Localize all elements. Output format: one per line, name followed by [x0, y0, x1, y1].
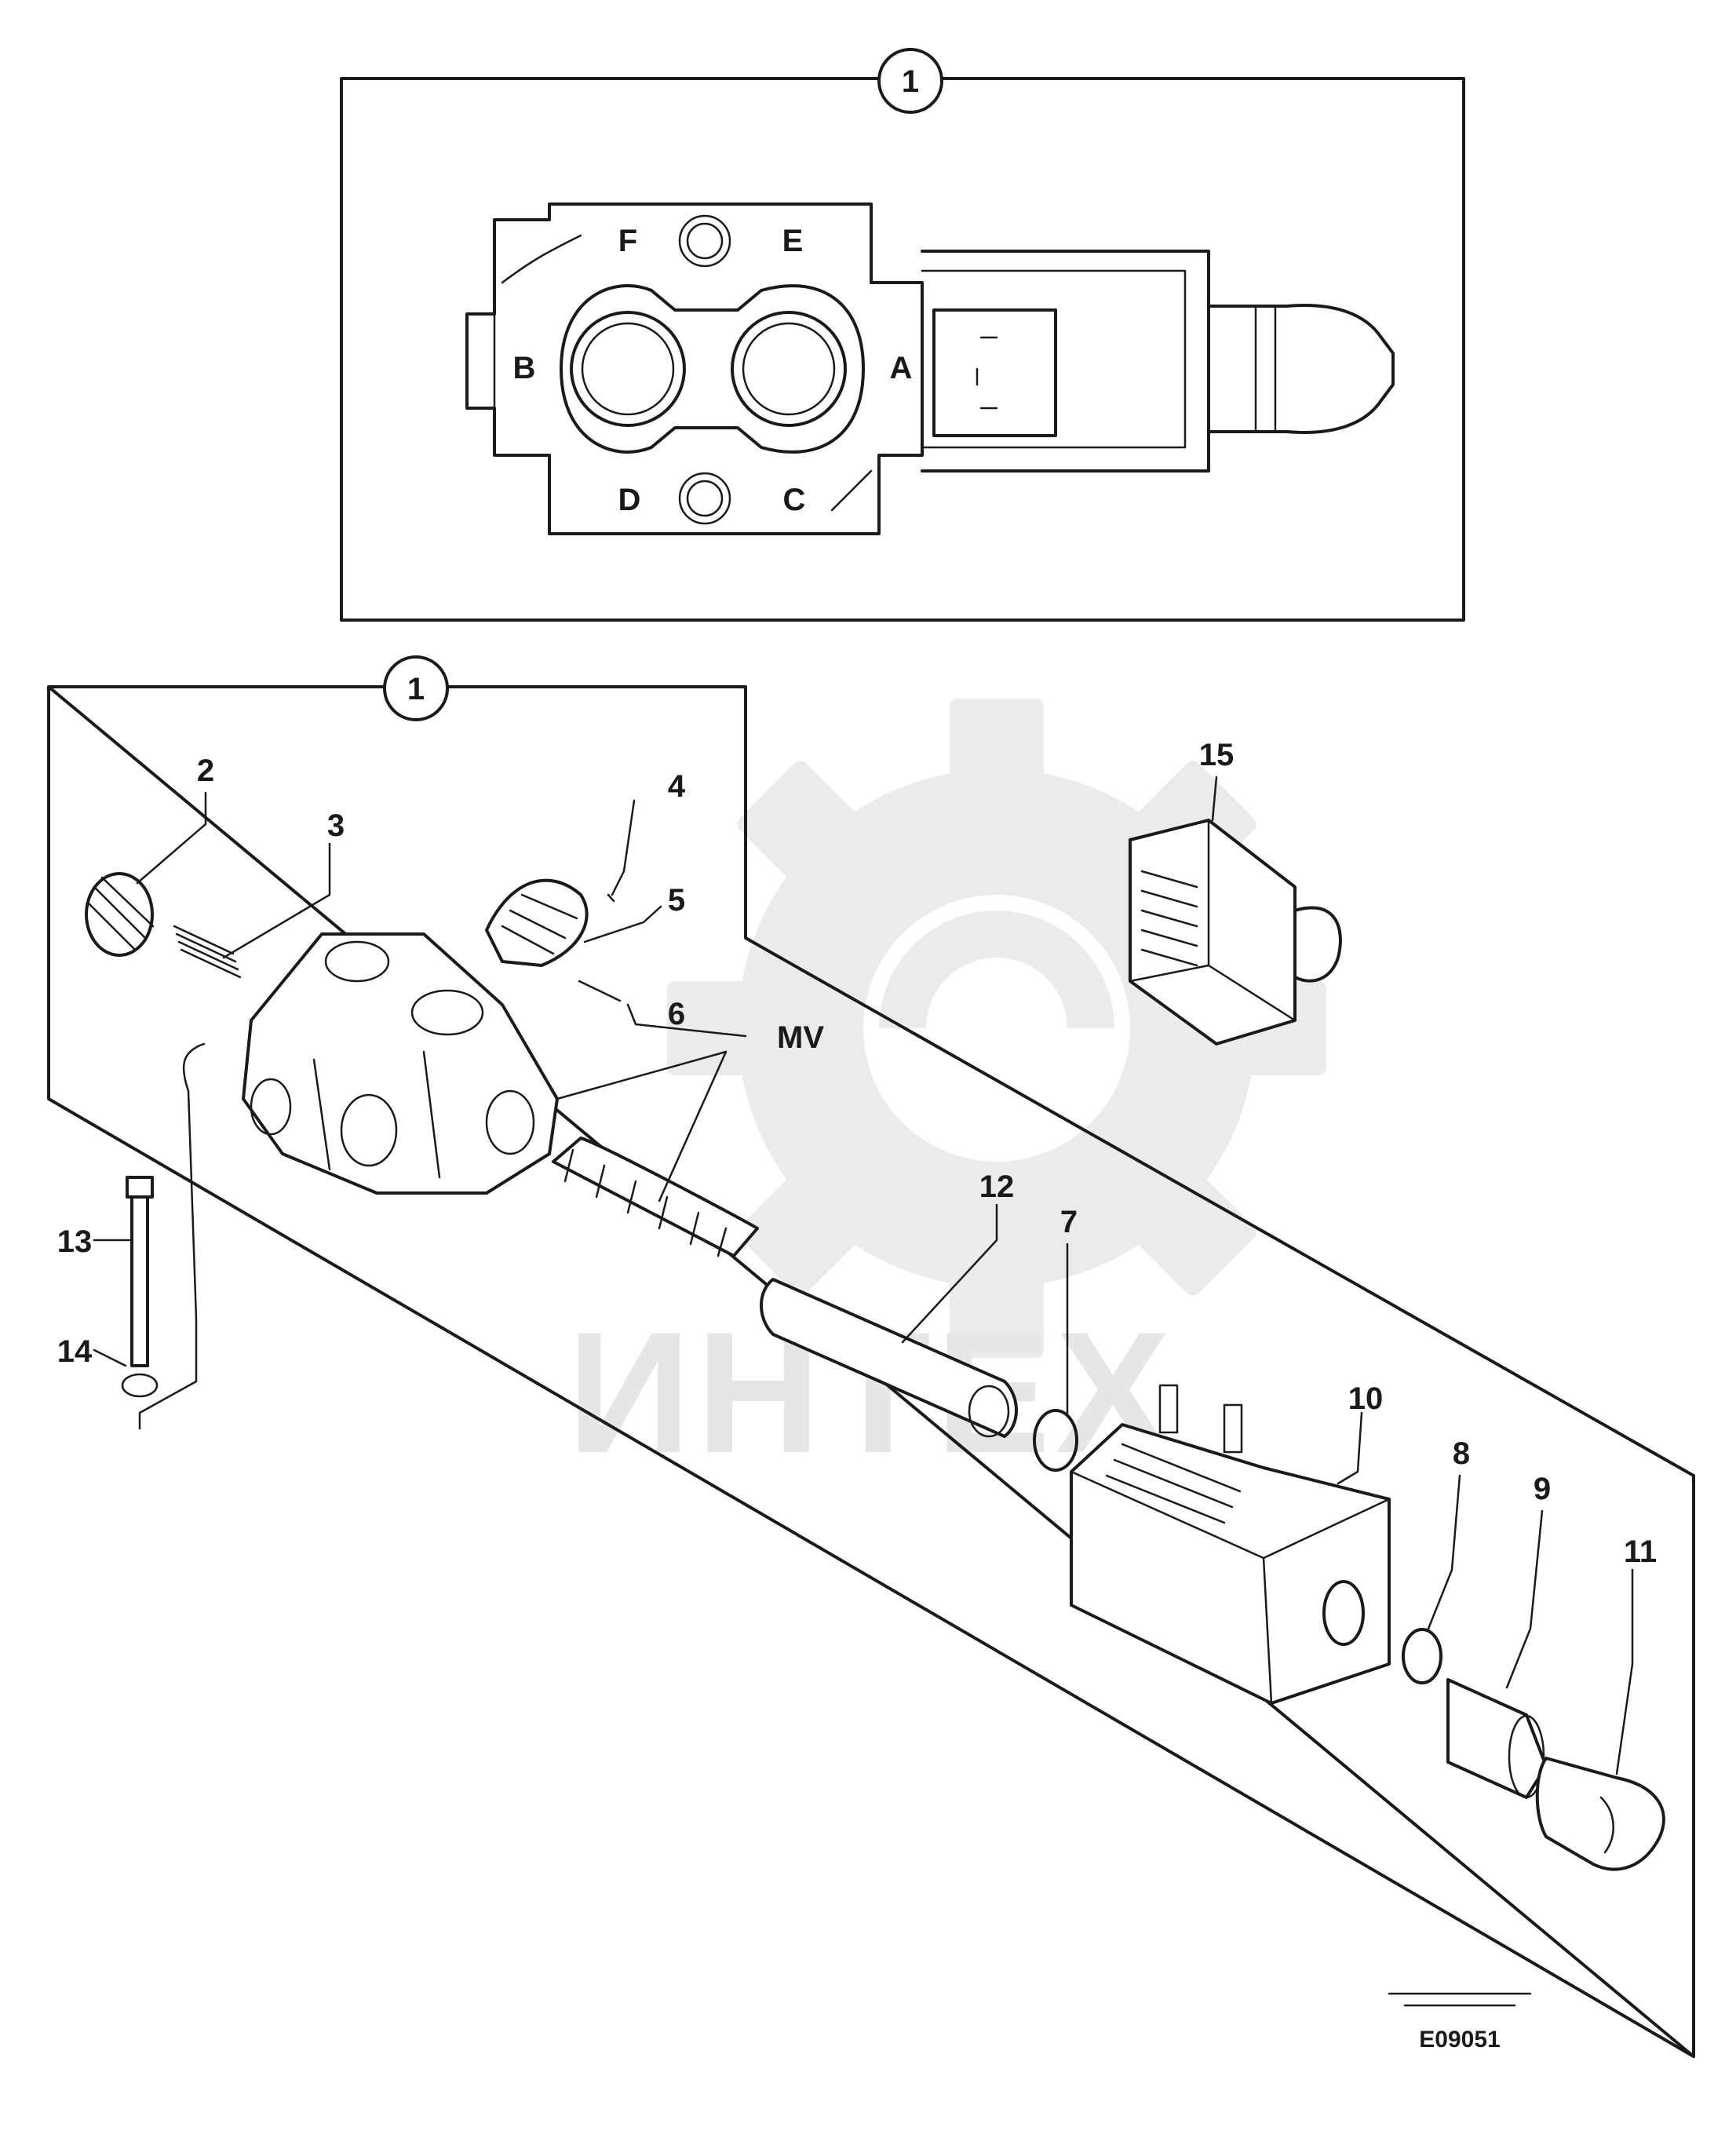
footer-code: E09051	[1419, 2027, 1500, 2053]
part-sleeve	[1446, 1678, 1548, 1799]
exploded-view-ref-label: 1	[407, 672, 425, 706]
callout-9: 9	[1534, 1472, 1551, 1506]
callout-4: 4	[668, 769, 686, 804]
exploded-view-panel: 1	[47, 655, 1695, 2058]
part-tube	[760, 1278, 1018, 1438]
port-B-label: B	[513, 351, 536, 385]
part-bolt	[126, 1176, 154, 1367]
part-pin-6	[578, 980, 622, 1002]
callout-11: 11	[1624, 1534, 1657, 1569]
port-D-label: D	[618, 483, 641, 517]
callout-15: 15	[1199, 738, 1235, 772]
part-washer	[121, 1373, 159, 1398]
part-o-ring-7	[1033, 1409, 1078, 1472]
port-F-label: F	[618, 224, 637, 258]
part-seal-stack	[552, 1137, 759, 1257]
callout-14: 14	[57, 1334, 93, 1369]
callout-7: 7	[1060, 1205, 1078, 1239]
top-view-ref-label: 1	[902, 64, 919, 99]
exploded-view-ref-bubble	[383, 655, 449, 721]
callout-MV: MV	[777, 1020, 824, 1055]
part-plug	[85, 872, 155, 957]
port-E-label: E	[782, 224, 804, 258]
part-o-ring-8	[1402, 1628, 1442, 1684]
part-valve-body	[242, 932, 559, 1195]
part-pin-4	[607, 893, 615, 903]
part-connector	[1129, 819, 1342, 1045]
part-valve-cartridge	[485, 878, 589, 967]
callout-5: 5	[668, 883, 685, 918]
callout-2: 2	[197, 754, 214, 788]
callout-8: 8	[1453, 1436, 1470, 1471]
part-cap-nut	[1535, 1757, 1665, 1871]
callout-6: 6	[668, 997, 685, 1031]
top-view-panel: 1 F E B A D C	[340, 48, 1465, 622]
callout-10: 10	[1348, 1381, 1384, 1416]
part-coil	[1070, 1384, 1391, 1705]
footer-stamp-lines	[1388, 1992, 1532, 2007]
port-A-label: A	[890, 351, 913, 385]
port-C-label: C	[783, 483, 806, 517]
callout-12: 12	[979, 1170, 1015, 1204]
callout-3: 3	[327, 808, 345, 843]
top-view-ref-bubble	[877, 48, 943, 114]
leader-lines	[93, 775, 1634, 1775]
callout-13: 13	[57, 1224, 93, 1259]
part-spring	[173, 925, 242, 979]
